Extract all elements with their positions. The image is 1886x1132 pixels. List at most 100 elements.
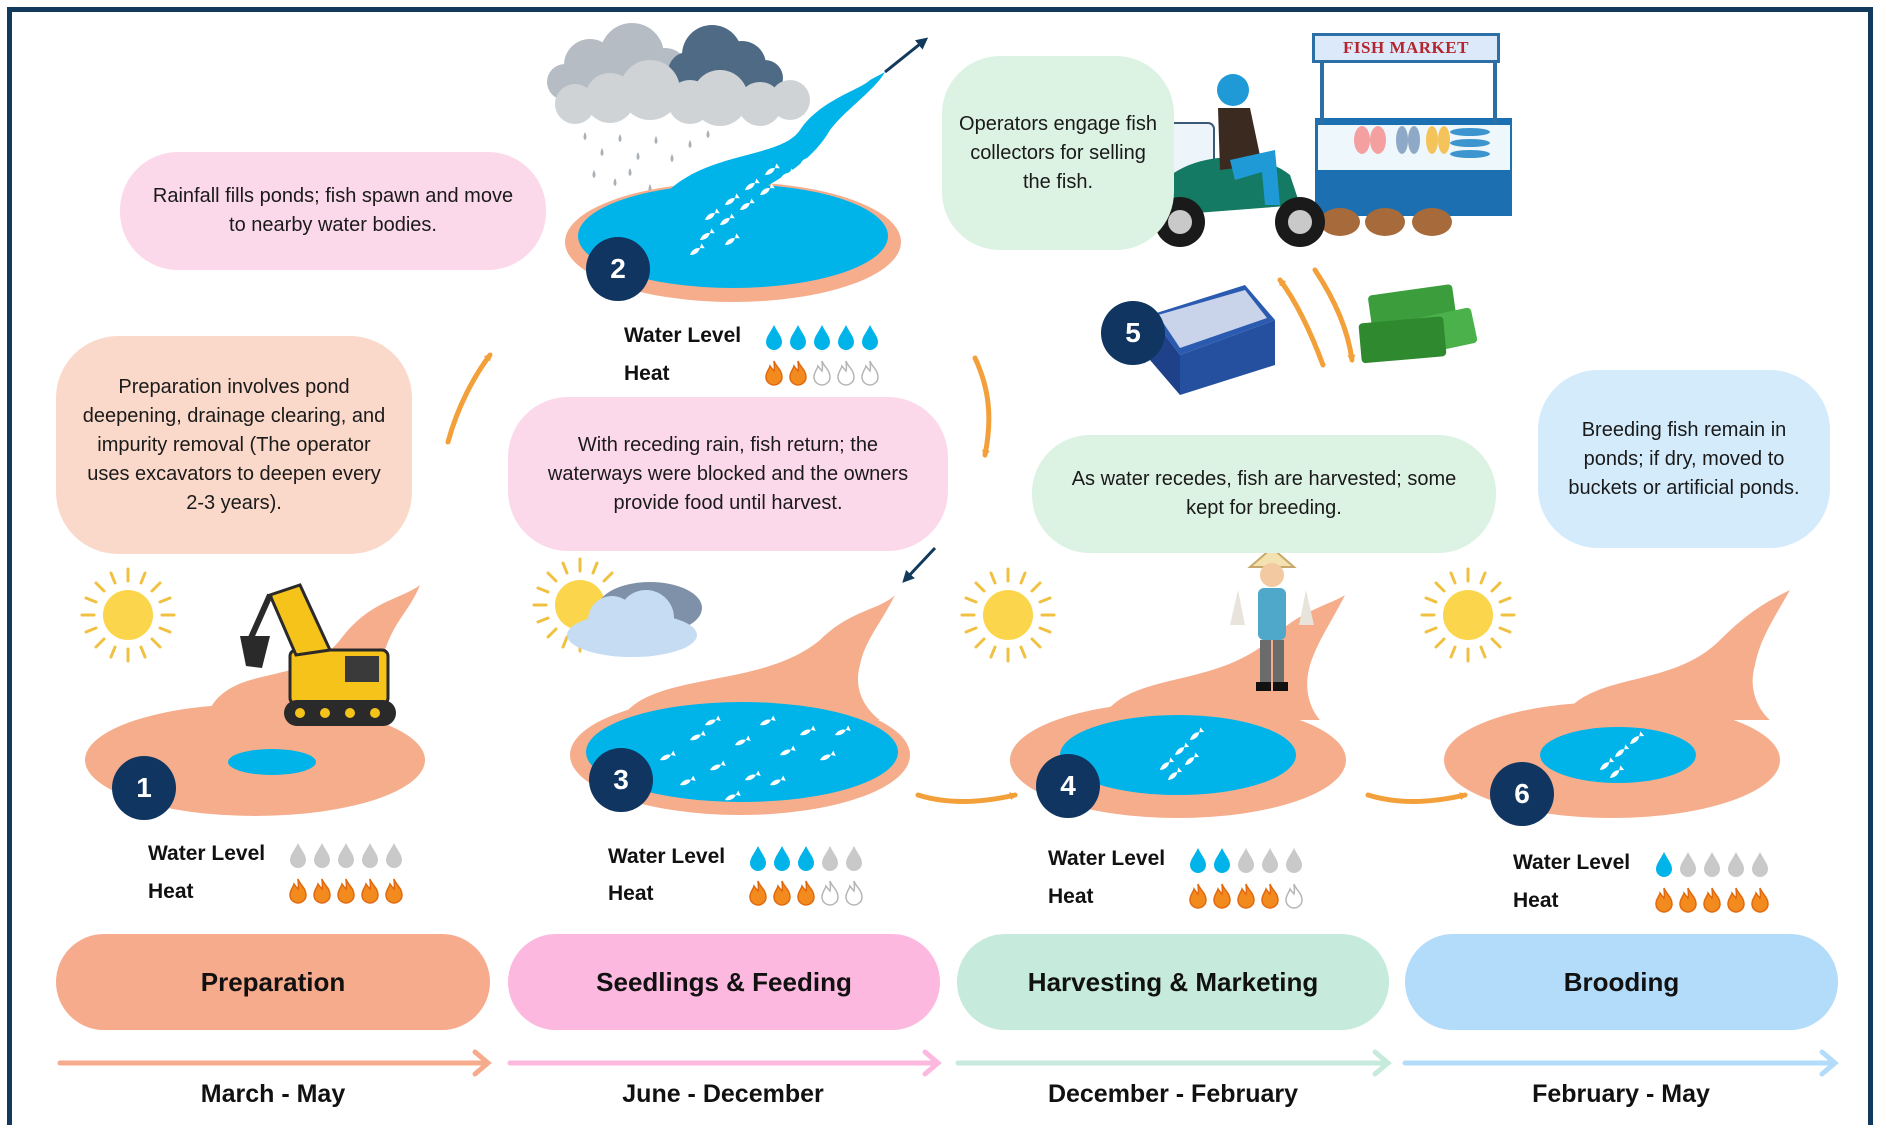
water-drop-icon xyxy=(386,843,402,868)
flame-icon xyxy=(749,880,767,906)
flow-arrows xyxy=(445,267,1468,804)
flame-icon xyxy=(1189,883,1207,909)
phase-harvesting-marketing: Harvesting & Marketing xyxy=(957,934,1389,1030)
water-drop-icon xyxy=(798,846,814,871)
water-drop-icon xyxy=(1262,848,1278,873)
water-level-label: Water Level xyxy=(148,842,266,865)
fish-market-stall-icon xyxy=(1315,62,1512,236)
arrow-3-to-4 xyxy=(915,792,1018,804)
water-drop-icon xyxy=(774,846,790,871)
water-level-meter xyxy=(1654,851,1770,877)
heat-label: Heat xyxy=(608,882,654,905)
water-drop-icon xyxy=(1752,852,1768,877)
cloud-icon xyxy=(567,582,702,657)
water-drop-icon xyxy=(1680,852,1696,877)
step-badge-3: 3 xyxy=(589,748,653,812)
water-drop-icon xyxy=(1190,848,1206,873)
heat-label: Heat xyxy=(148,880,194,903)
note-rainfall: Rainfall fills ponds; fish spawn and mov… xyxy=(120,152,546,270)
flame-icon xyxy=(797,880,815,906)
months-preparation: March - May xyxy=(200,1080,346,1108)
water-drop-icon xyxy=(290,843,306,868)
flame-icon xyxy=(289,878,307,904)
heat-label: Heat xyxy=(1513,889,1559,912)
flame-icon xyxy=(1237,883,1255,909)
water-drop-icon xyxy=(766,325,782,350)
water-drop-icon xyxy=(1728,852,1744,877)
flame-icon xyxy=(773,880,791,906)
water-level-meter xyxy=(1188,847,1304,873)
phase-preparation: Preparation xyxy=(56,934,490,1030)
fish-market-sign: FISH MARKET xyxy=(1312,33,1500,63)
flame-icon xyxy=(845,880,863,906)
flame-icon xyxy=(1679,887,1697,913)
water-drop-icon xyxy=(362,843,378,868)
arrow-to-money xyxy=(1312,267,1356,363)
water-drop-icon xyxy=(862,325,878,350)
flame-icon xyxy=(813,360,831,386)
heat-label: Heat xyxy=(1048,885,1094,908)
note-receding: With receding rain, fish return; the wat… xyxy=(508,397,948,551)
heat-meter xyxy=(1654,887,1770,913)
flame-icon xyxy=(313,878,331,904)
sun-icon xyxy=(1420,567,1516,663)
months-harvesting-marketing: December - February xyxy=(1047,1080,1299,1108)
water-drop-icon xyxy=(846,846,862,871)
farmer-icon xyxy=(1230,546,1314,691)
water-level-meter xyxy=(288,842,404,868)
note-preparation: Preparation involves pond deepening, dra… xyxy=(56,336,412,554)
water-drop-icon xyxy=(750,846,766,871)
water-drop-icon xyxy=(1238,848,1254,873)
step-badge-6: 6 xyxy=(1490,762,1554,826)
sun-icon xyxy=(80,567,176,663)
arrow-to-collectors xyxy=(1277,277,1326,368)
water-drop-icon xyxy=(314,843,330,868)
water-level-meter xyxy=(748,845,864,871)
flame-icon xyxy=(1285,883,1303,909)
flame-icon xyxy=(361,878,379,904)
flame-icon xyxy=(385,878,403,904)
arrow-2-to-3 xyxy=(972,355,992,458)
water-level-label: Water Level xyxy=(624,324,742,347)
motorbike-rider-icon xyxy=(1151,74,1325,247)
heat-meter xyxy=(764,360,880,386)
water-drop-icon xyxy=(1656,852,1672,877)
money-icon xyxy=(1358,284,1478,364)
frame-border xyxy=(7,7,1873,1125)
phase-brooding: Brooding xyxy=(1405,934,1838,1030)
fish-crate-icon xyxy=(1150,285,1275,395)
flame-icon xyxy=(1727,887,1745,913)
water-level-label: Water Level xyxy=(1513,851,1631,874)
arrow-4-to-6 xyxy=(1365,792,1468,804)
water-drop-icon xyxy=(1286,848,1302,873)
water-drop-icon xyxy=(790,325,806,350)
flame-icon xyxy=(1261,883,1279,909)
heat-meter xyxy=(288,878,404,904)
water-level-label: Water Level xyxy=(1048,847,1166,870)
flame-icon xyxy=(1213,883,1231,909)
flame-icon xyxy=(821,880,839,906)
flame-icon xyxy=(837,360,855,386)
flame-icon xyxy=(1655,887,1673,913)
note-collectors: Operators engage fish collectors for sel… xyxy=(942,56,1174,250)
water-level-label: Water Level xyxy=(608,845,726,868)
water-drop-icon xyxy=(822,846,838,871)
phase-seedlings-feeding: Seedlings & Feeding xyxy=(508,934,940,1030)
flame-icon xyxy=(1751,887,1769,913)
months-brooding: February - May xyxy=(1532,1080,1710,1108)
flame-icon xyxy=(1703,887,1721,913)
arrow-1-to-2 xyxy=(445,352,493,445)
step-badge-1: 1 xyxy=(112,756,176,820)
water-drop-icon xyxy=(1704,852,1720,877)
months-seedlings-feeding: June - December xyxy=(622,1080,824,1108)
water-drop-icon xyxy=(838,325,854,350)
heat-label: Heat xyxy=(624,362,670,385)
heat-meter xyxy=(1188,883,1304,909)
step-badge-2: 2 xyxy=(586,237,650,301)
flame-icon xyxy=(861,360,879,386)
excavator-icon xyxy=(240,583,396,726)
sun-icon xyxy=(960,567,1056,663)
water-drop-icon xyxy=(338,843,354,868)
step-badge-5: 5 xyxy=(1101,301,1165,365)
